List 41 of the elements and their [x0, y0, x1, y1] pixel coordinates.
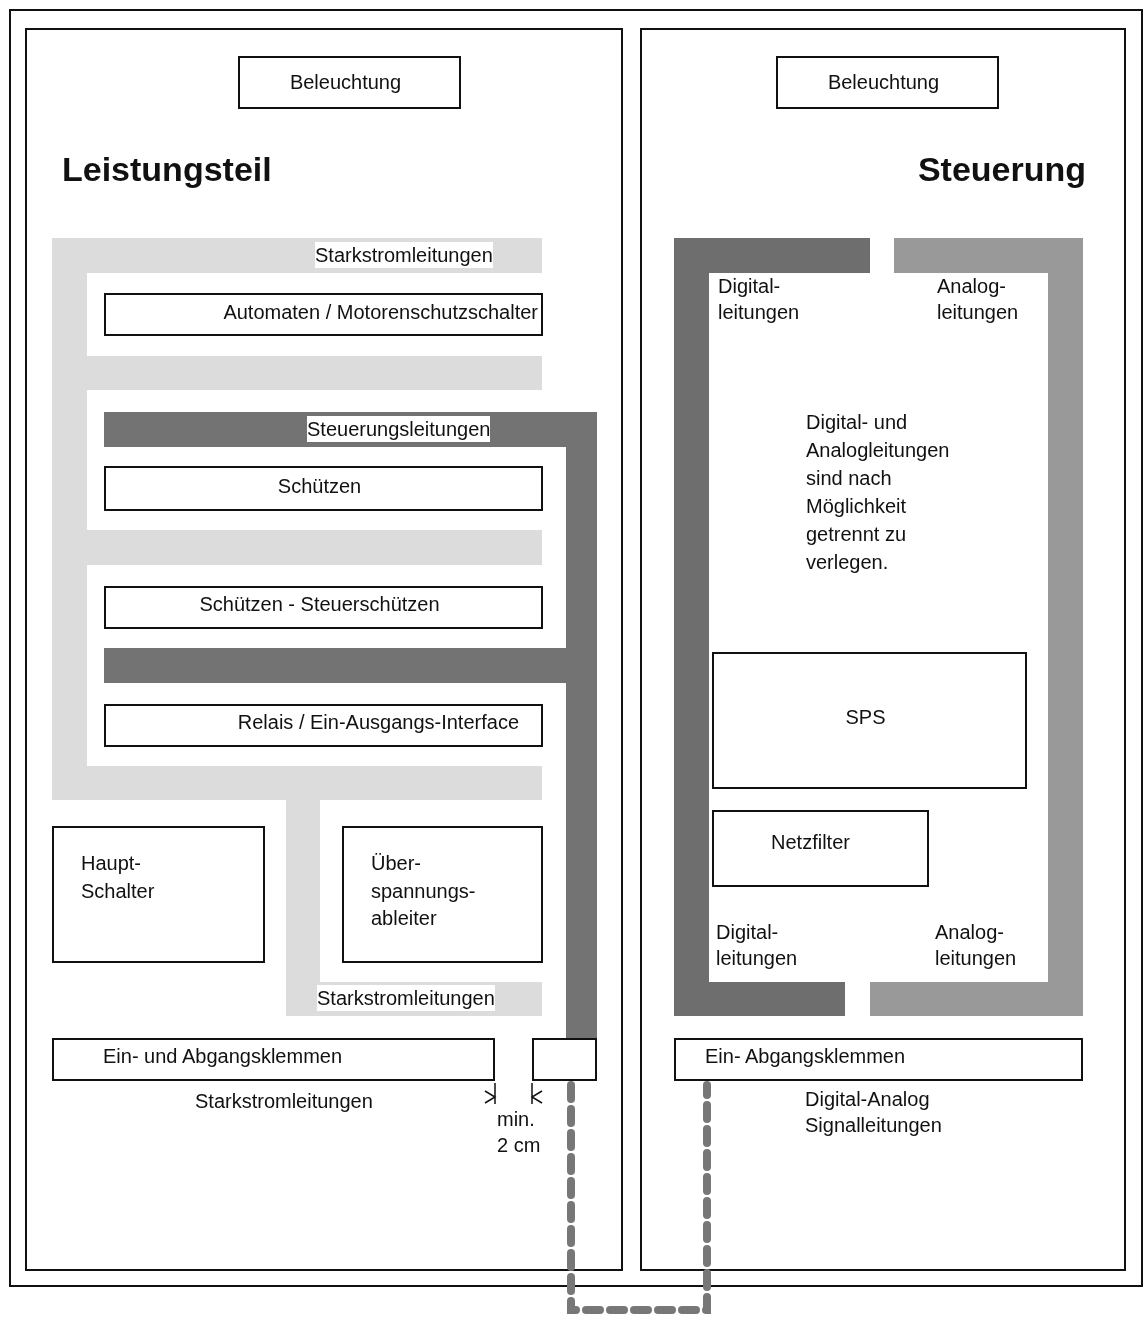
box-label: SPS [844, 705, 887, 730]
component-box [52, 1038, 495, 1081]
component-box [776, 56, 999, 109]
component-box [104, 293, 543, 336]
cable-label: Starkstromleitungen [315, 242, 493, 268]
component-box [712, 810, 929, 887]
cable-label: Digital- leitungen [718, 274, 801, 325]
box-label: Automaten / Motorenschutzschalter [223, 300, 538, 325]
box-label: Beleuchtung [288, 70, 403, 95]
box-label: Über- spannungs- ableiter [371, 851, 477, 932]
component-box [238, 56, 461, 109]
component-box [104, 586, 543, 629]
box-label: Beleuchtung [826, 70, 941, 95]
component-box [342, 826, 543, 963]
cabinet-section [640, 28, 1126, 1271]
box-label: Relais / Ein-Ausgangs-Interface [237, 710, 519, 735]
cable-label: Digital-Analog Signalleitungen [805, 1087, 943, 1138]
component-box [712, 652, 1027, 789]
cable-label: Digital- leitungen [716, 920, 799, 971]
box-label: Ein- Abgangsklemmen [705, 1044, 906, 1069]
dimension-label: min. 2 cm [497, 1107, 542, 1158]
component-box [104, 466, 543, 511]
box-label: Schützen - Steuerschützen [198, 592, 441, 617]
component-box [104, 704, 543, 747]
cable-label: Analog- leitungen [935, 920, 1018, 971]
cable-label: Digital- und Analogleitungen sind nach Möglichkeit getrennt zu verlegen. [806, 410, 951, 575]
box-label: Ein- und Abgangsklemmen [103, 1044, 343, 1069]
cable-label: Starkstromleitungen [317, 985, 495, 1011]
component-box [52, 826, 265, 963]
cabinet-section [25, 28, 623, 1271]
cable-label: Analog- leitungen [937, 274, 1020, 325]
section-heading: Leistungsteil [62, 152, 272, 186]
cable-connection [567, 1081, 711, 1314]
box-label: Netzfilter [770, 830, 851, 855]
terminal-box [532, 1038, 597, 1081]
cable-label: Starkstromleitungen [195, 1089, 373, 1114]
box-label: Haupt- Schalter [81, 851, 156, 904]
section-heading: Steuerung [917, 152, 1086, 186]
cable-label: Steuerungsleitungen [307, 416, 491, 442]
component-box [674, 1038, 1083, 1081]
box-label: Schützen [276, 474, 363, 499]
